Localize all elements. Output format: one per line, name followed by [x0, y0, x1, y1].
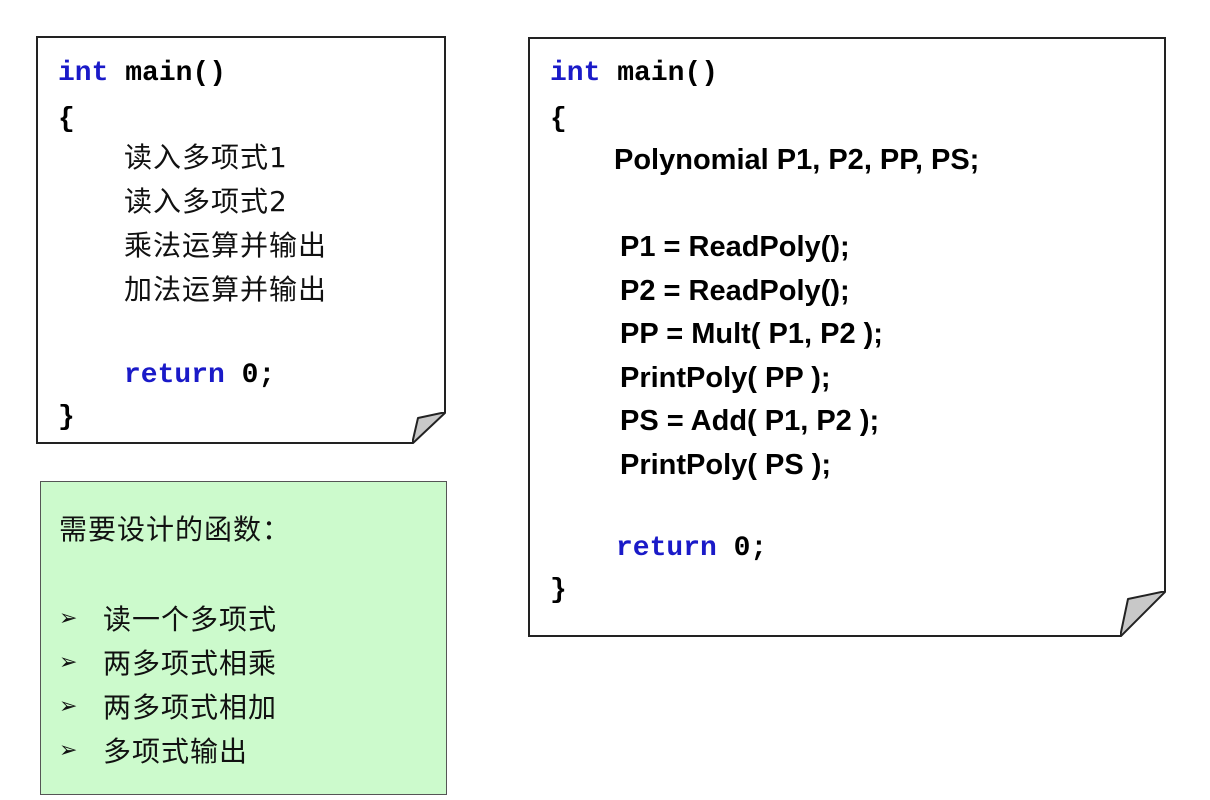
return-value-text: 0;	[716, 533, 768, 564]
function-item-label: 读一个多项式	[103, 603, 278, 636]
statement-read-p2: P2 = ReadPoly();	[620, 275, 850, 307]
list-item: ➢ 多项式输出	[59, 730, 248, 770]
arrow-bullet-icon: ➢	[59, 605, 79, 631]
code-line-return: return 0;	[124, 362, 275, 390]
pseudocode-note: int main() { 读入多项式1 读入多项式2 乘法运算并输出 加法运算并…	[36, 36, 446, 444]
keyword-int: int	[550, 58, 601, 89]
main-signature-text: main()	[600, 58, 719, 89]
open-brace: {	[550, 104, 567, 135]
arrow-bullet-icon: ➢	[59, 649, 79, 675]
step-add-output: 加法运算并输出	[124, 273, 328, 306]
code-line-main-signature: int main()	[550, 60, 718, 88]
statement-mult: PP = Mult( P1, P2 );	[620, 318, 883, 350]
statement-print-pp: PrintPoly( PP );	[620, 362, 831, 394]
code-line-main-signature: int main()	[58, 60, 226, 88]
arrow-bullet-icon: ➢	[59, 693, 79, 719]
functions-box-title: 需要设计的函数：	[59, 513, 292, 546]
list-item: ➢ 读一个多项式	[59, 598, 277, 638]
keyword-int: int	[58, 58, 109, 89]
keyword-return: return	[616, 533, 717, 564]
page-fold-icon	[412, 412, 446, 444]
arrow-bullet-icon: ➢	[59, 737, 79, 763]
close-brace: }	[58, 402, 75, 433]
close-brace: }	[550, 575, 567, 606]
step-multiply-output: 乘法运算并输出	[124, 229, 328, 262]
keyword-return: return	[124, 360, 225, 391]
statement-read-p1: P1 = ReadPoly();	[620, 231, 850, 263]
statement-print-ps: PrintPoly( PS );	[620, 449, 832, 481]
function-item-label: 多项式输出	[103, 735, 249, 768]
statement-add: PS = Add( P1, P2 );	[620, 405, 880, 437]
open-brace: {	[58, 104, 75, 135]
return-value-text: 0;	[224, 360, 276, 391]
list-item: ➢ 两多项式相乘	[59, 642, 277, 682]
polynomial-declaration: Polynomial P1, P2, PP, PS;	[614, 144, 980, 176]
step-read-poly-2: 读入多项式2	[124, 185, 288, 218]
page-fold-icon	[1120, 591, 1166, 637]
function-item-label: 两多项式相乘	[103, 647, 278, 680]
function-item-label: 两多项式相加	[103, 691, 278, 724]
code-line-return: return 0;	[616, 535, 767, 563]
code-note: int main() { Polynomial P1, P2, PP, PS; …	[528, 37, 1166, 637]
main-signature-text: main()	[108, 58, 227, 89]
step-read-poly-1: 读入多项式1	[124, 141, 288, 174]
list-item: ➢ 两多项式相加	[59, 686, 277, 726]
functions-to-design-box: 需要设计的函数： ➢ 读一个多项式 ➢ 两多项式相乘 ➢ 两多项式相加 ➢ 多项…	[40, 481, 447, 795]
